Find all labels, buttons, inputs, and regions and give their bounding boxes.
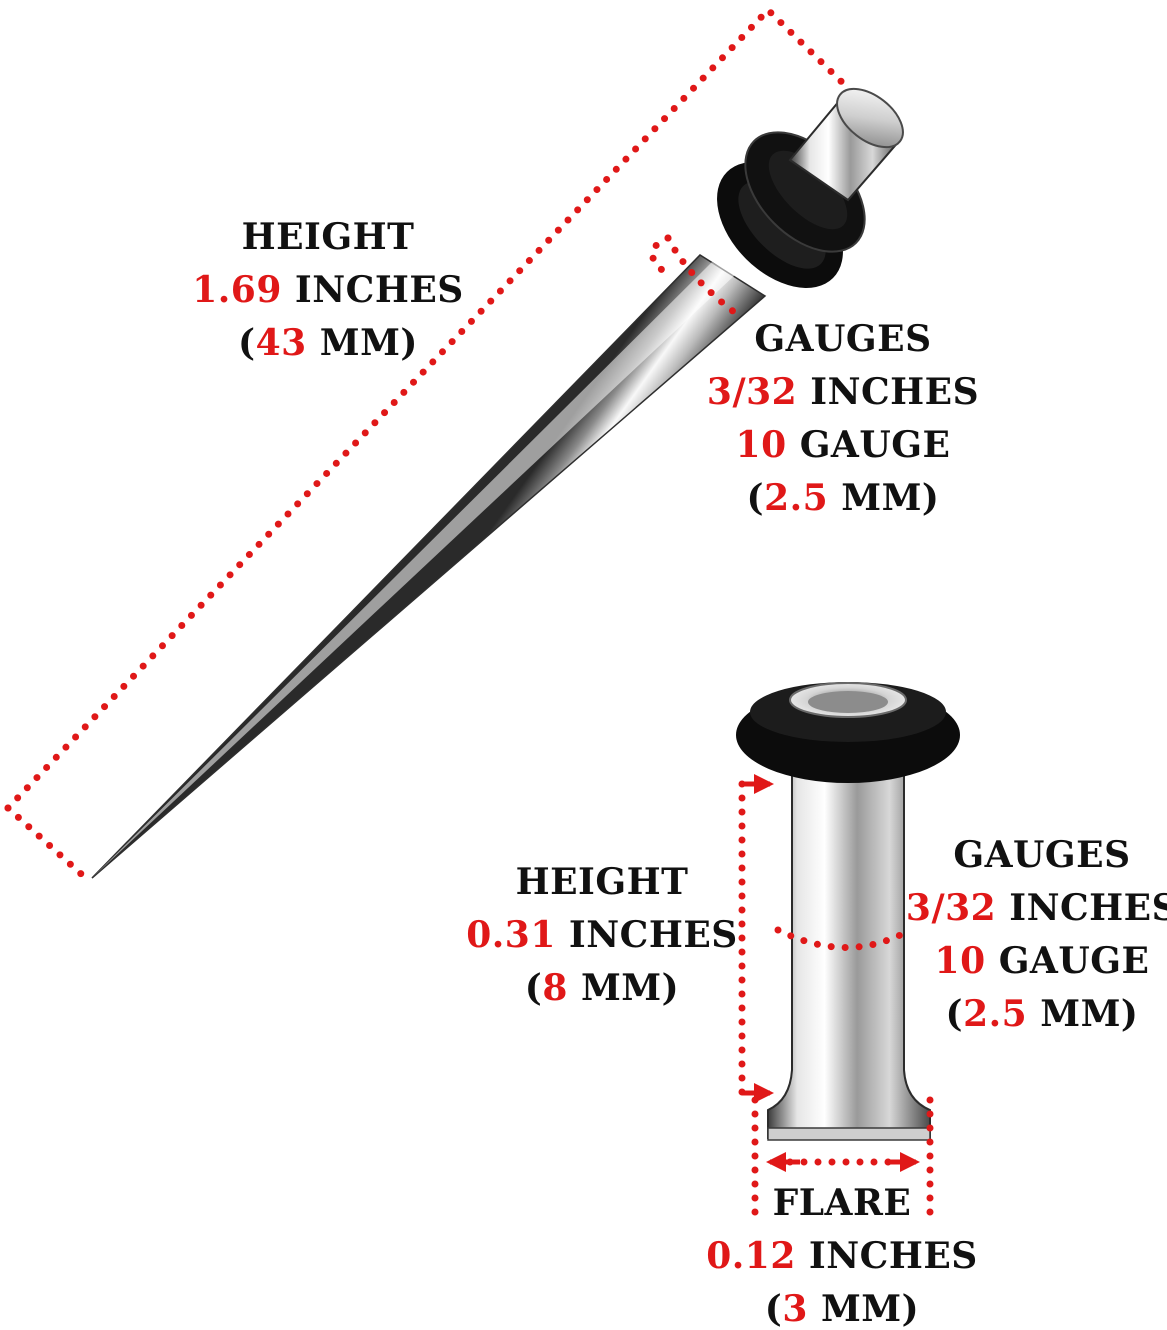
tunnel-height-inches-unit: INCHES	[555, 914, 738, 956]
tunnel-gauges-gauge: 10 GAUGE	[906, 935, 1167, 988]
tunnel-gauges-inches-value: 3/32	[905, 887, 997, 929]
tunnel-gauges-inches-unit: INCHES	[996, 887, 1167, 929]
tunnel-gauges-mm-open: (	[945, 993, 964, 1035]
taper-height-label: HEIGHT 1.69 INCHES (43 MM)	[192, 211, 464, 370]
tunnel-gauges-mm-unit: MM)	[1027, 993, 1139, 1035]
tunnel-flare-mm-value: 3	[782, 1288, 808, 1330]
tunnel-height-label: HEIGHT 0.31 INCHES (8 MM)	[466, 856, 738, 1015]
tunnel-flare-inches: 0.12 INCHES	[706, 1230, 978, 1283]
tunnel-height-title: HEIGHT	[515, 861, 689, 903]
taper-height-inches: 1.69 INCHES	[192, 264, 464, 317]
taper-dimension-outline	[4, 5, 854, 886]
taper-gauges-gauge: 10 GAUGE	[707, 419, 979, 472]
tunnel-flare-mm-unit: MM)	[807, 1288, 920, 1330]
taper-gauges-title: GAUGES	[754, 318, 932, 360]
taper-gauges-inches: 3/32 INCHES	[707, 366, 979, 419]
tunnel-height-mm-value: 8	[542, 967, 568, 1009]
taper-gauge-marker	[649, 234, 746, 322]
tunnel-flare-inches-value: 0.12	[706, 1235, 796, 1277]
tunnel-height-inches-value: 0.31	[466, 914, 556, 956]
taper-height-mm-unit: MM)	[306, 322, 418, 364]
taper-end-cylinder	[788, 87, 904, 202]
tunnel-height-arrows	[742, 774, 774, 1103]
tunnel-height-mm-unit: MM)	[567, 967, 680, 1009]
tunnel-flare-inches-unit: INCHES	[795, 1235, 978, 1277]
tunnel-flare-title: FLARE	[772, 1182, 912, 1224]
tunnel-flare-dimension	[751, 1096, 934, 1226]
taper-height-mm-open: (	[238, 322, 256, 364]
tunnel-body	[767, 759, 931, 1141]
taper-spike	[91, 254, 767, 879]
tunnel-flare-label: FLARE 0.12 INCHES (3 MM)	[706, 1177, 978, 1330]
taper-height-inches-unit: INCHES	[281, 269, 464, 311]
tunnel-rubber-o-ring	[736, 682, 960, 783]
taper-height-mm-value: 43	[255, 322, 307, 364]
tunnel-gauges-mm-value: 2.5	[963, 993, 1028, 1035]
tunnel-gauges-gauge-unit: GAUGE	[985, 940, 1150, 982]
taper-gauges-mm-open: (	[746, 477, 765, 519]
taper-gauges-gauge-unit: GAUGE	[786, 424, 951, 466]
taper-gauges-mm-unit: MM)	[828, 477, 940, 519]
tunnel-gauges-label: GAUGES 3/32 INCHES 10 GAUGE (2.5 MM)	[906, 829, 1167, 1041]
taper-height-mm: (43 MM)	[192, 317, 464, 370]
taper-gauges-inches-value: 3/32	[706, 371, 798, 413]
tunnel-gauges-title: GAUGES	[953, 834, 1131, 876]
taper-height-inches-value: 1.69	[192, 269, 282, 311]
taper-height-title: HEIGHT	[241, 216, 415, 258]
tunnel-flare-mm-open: (	[764, 1288, 783, 1330]
tunnel-gauges-gauge-value: 10	[934, 940, 986, 982]
tunnel-gauges-mm: (2.5 MM)	[906, 988, 1167, 1041]
tunnel-height-mm: (8 MM)	[466, 962, 738, 1015]
taper-rubber-o-rings	[717, 131, 866, 288]
tunnel-gauges-inches: 3/32 INCHES	[906, 882, 1167, 935]
taper-gauges-inches-unit: INCHES	[797, 371, 980, 413]
tunnel-flare-mm: (3 MM)	[706, 1283, 978, 1330]
tunnel-height-mm-open: (	[524, 967, 543, 1009]
taper-gauges-gauge-value: 10	[735, 424, 787, 466]
taper-gauges-mm-value: 2.5	[764, 477, 829, 519]
taper-gauges-label: GAUGES 3/32 INCHES 10 GAUGE (2.5 MM)	[707, 313, 979, 525]
taper-gauges-mm: (2.5 MM)	[707, 472, 979, 525]
tunnel-gauge-marker	[774, 926, 914, 951]
tunnel-height-inches: 0.31 INCHES	[466, 909, 738, 962]
